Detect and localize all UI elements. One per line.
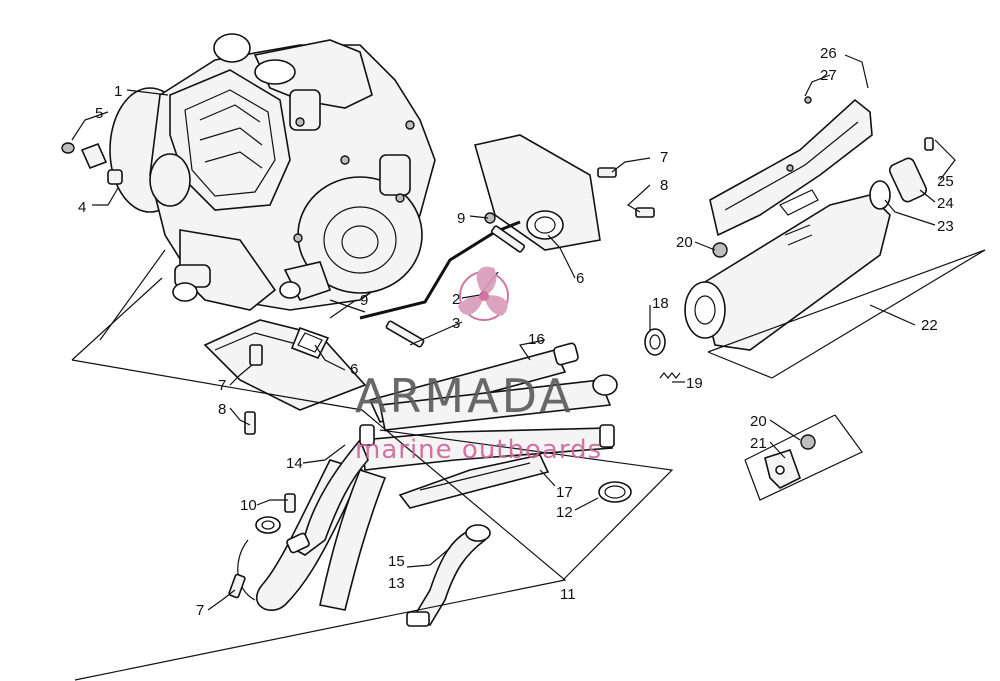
callout-10: 10 <box>240 497 257 514</box>
callout-23: 23 <box>937 218 954 235</box>
gasket-18 <box>644 328 666 356</box>
tailpipe <box>406 524 491 627</box>
callout-7: 7 <box>196 602 204 619</box>
callout-4: 4 <box>78 199 86 216</box>
callout-26: 26 <box>820 45 837 62</box>
callout-6: 6 <box>350 361 358 378</box>
callout-3: 3 <box>452 315 460 332</box>
muffler-assembly <box>684 189 891 351</box>
armada-watermark: ARMADA marine outboards <box>355 266 602 465</box>
callout-8: 8 <box>218 401 226 418</box>
callout-7: 7 <box>218 377 226 394</box>
callout-2: 2 <box>452 291 460 308</box>
callout-15: 15 <box>388 553 405 570</box>
watermark-tagline: marine outboards <box>355 435 602 465</box>
stay-rod <box>329 212 526 348</box>
callout-labels: 1 5 4 9 2 3 9 6 7 8 6 7 8 16 18 19 14 10… <box>78 45 954 619</box>
callout-21: 21 <box>750 435 767 452</box>
spark-arrestor <box>869 137 934 210</box>
rear-mounting-bracket <box>473 134 655 251</box>
callout-14: 14 <box>286 455 303 472</box>
callout-18: 18 <box>652 295 669 312</box>
clamp <box>598 481 632 503</box>
mid-pipe <box>368 342 618 431</box>
callout-1: 1 <box>114 83 122 100</box>
callout-17: 17 <box>556 484 573 501</box>
callout-8: 8 <box>660 177 668 194</box>
heat-shield-26 <box>709 96 873 237</box>
engine-assembly <box>109 33 436 311</box>
callout-16: 16 <box>528 331 545 348</box>
callout-13: 13 <box>388 575 405 592</box>
callout-27: 27 <box>820 67 837 84</box>
hardware-20-21 <box>712 242 816 489</box>
callout-19: 19 <box>686 375 703 392</box>
watermark-brand: ARMADA <box>355 369 574 423</box>
callout-7: 7 <box>660 149 668 166</box>
armada-logo-icon <box>458 266 509 321</box>
callout-20: 20 <box>750 413 767 430</box>
callout-12: 12 <box>556 504 573 521</box>
callout-9: 9 <box>360 292 368 309</box>
callout-22: 22 <box>921 317 938 334</box>
callout-20: 20 <box>676 234 693 251</box>
callout-5: 5 <box>95 105 103 122</box>
bracket-hardware-left <box>61 142 123 185</box>
callout-9: 9 <box>457 210 465 227</box>
header-pipe <box>237 424 615 611</box>
front-mounting-bracket <box>203 319 367 435</box>
callout-25: 25 <box>937 173 954 190</box>
callout-6: 6 <box>576 270 584 287</box>
leader-lines <box>71 54 986 681</box>
spring-19 <box>659 372 681 379</box>
heat-shield-17 <box>398 454 550 509</box>
callout-24: 24 <box>937 195 954 212</box>
callout-11: 11 <box>560 586 576 603</box>
